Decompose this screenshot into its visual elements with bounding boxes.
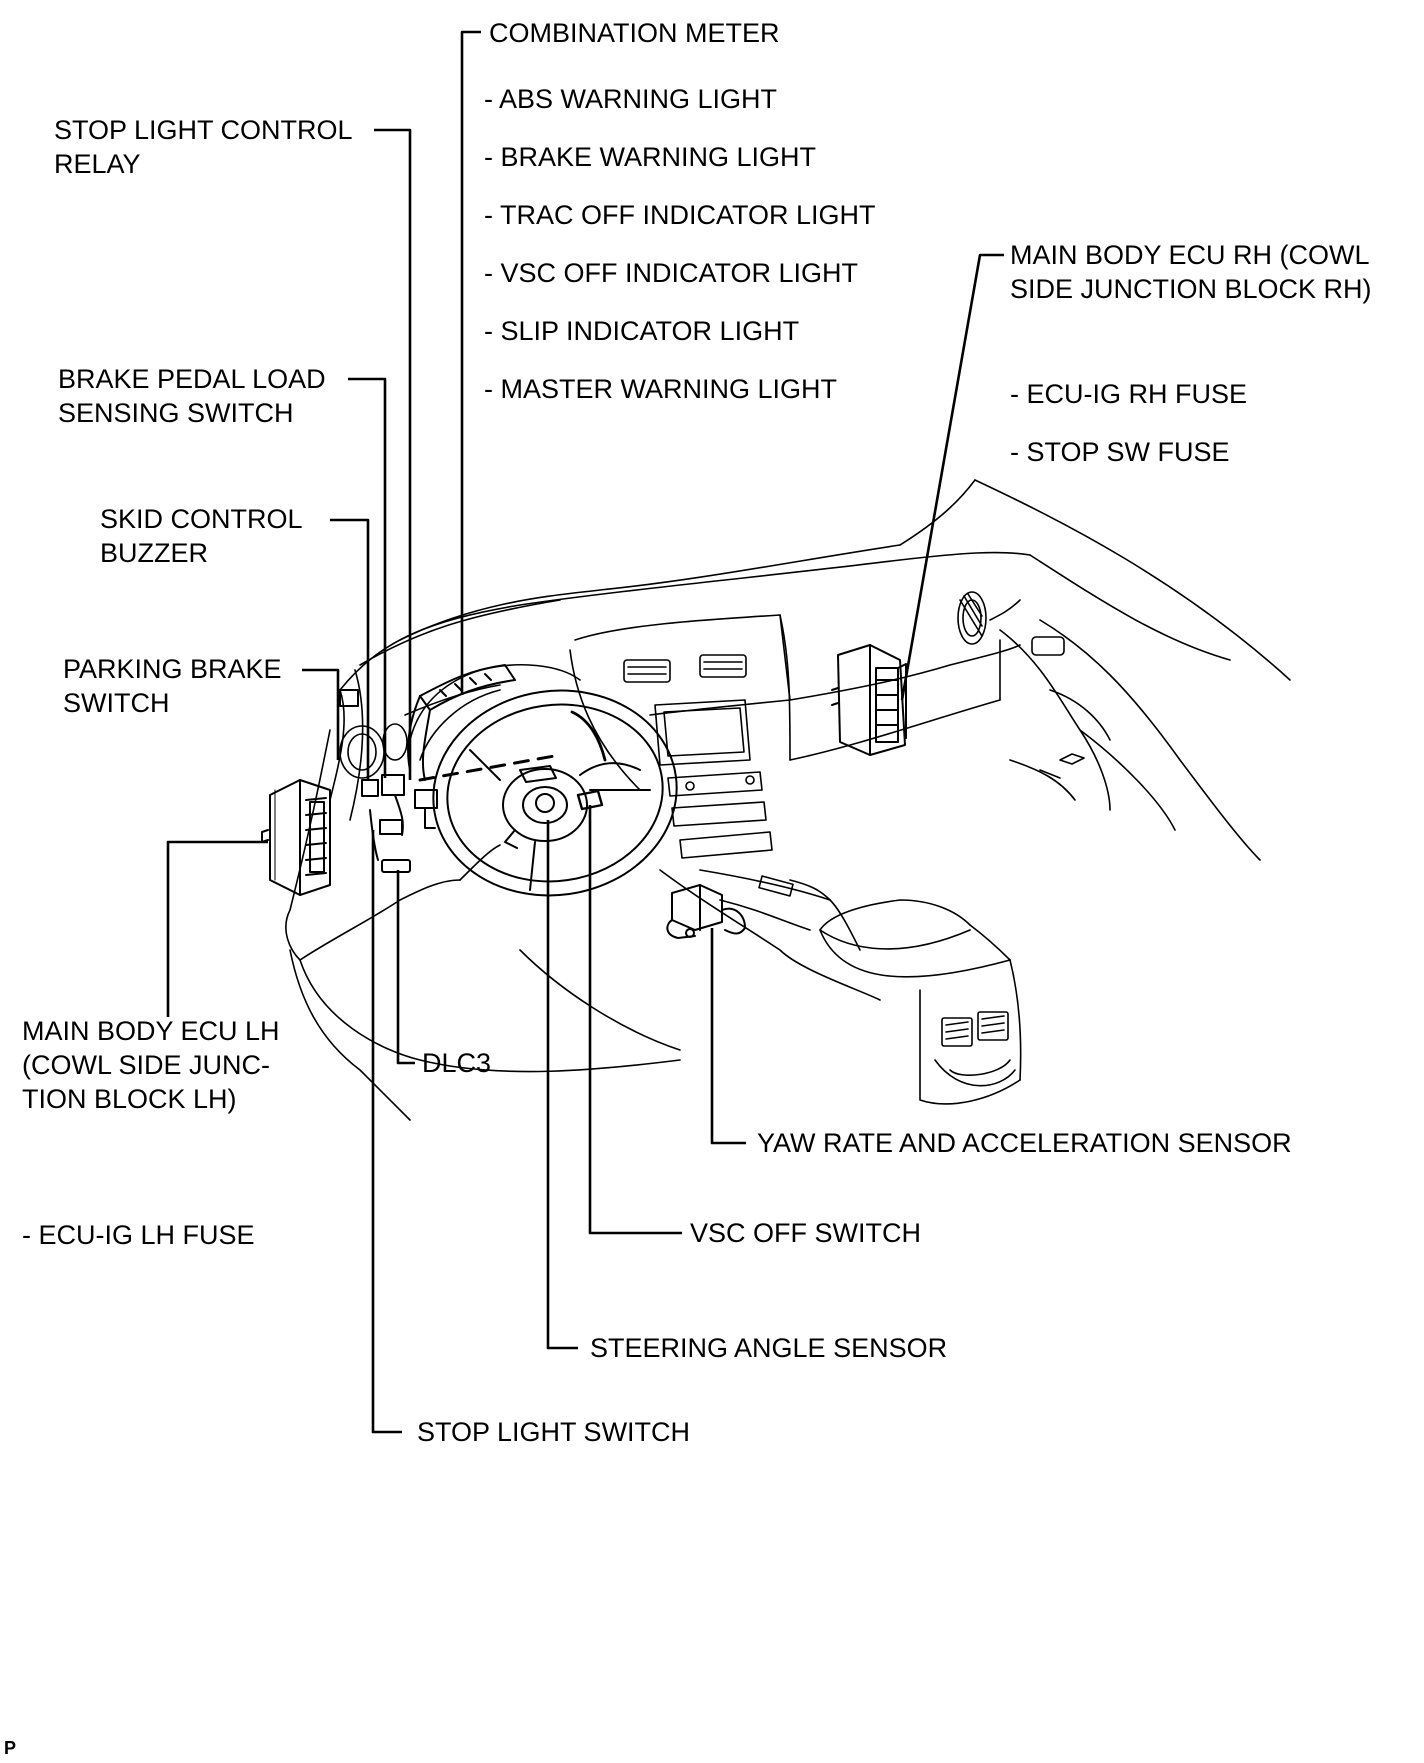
steering-wheel	[432, 689, 678, 897]
fuse-stop-sw: - STOP SW FUSE	[1010, 437, 1230, 467]
meter-item-slip: - SLIP INDICATOR LIGHT	[484, 316, 800, 346]
meter-item-abs: - ABS WARNING LIGHT	[484, 84, 778, 114]
label-stop-light-switch: STOP LIGHT SWITCH	[417, 1417, 691, 1447]
leader-lines	[166, 30, 1004, 1434]
meter-item-vsc-off: - VSC OFF INDICATOR LIGHT	[484, 258, 859, 288]
main-body-ecu-lh-art	[261, 779, 331, 896]
meter-item-trac-off: - TRAC OFF INDICATOR LIGHT	[484, 200, 876, 230]
label-main-body-ecu-lh: MAIN BODY ECU LH (COWL SIDE JUNC- TION B…	[22, 1016, 280, 1114]
meter-warning-list: - ABS WARNING LIGHT - BRAKE WARNING LIGH…	[484, 70, 876, 418]
label-combination-meter: COMBINATION METER	[489, 18, 780, 48]
label-stop-light-control-relay: STOP LIGHT CONTROL RELAY	[54, 115, 353, 179]
label-skid-control-buzzer: SKID CONTROL BUZZER	[100, 504, 303, 568]
small-switches-art	[339, 689, 438, 873]
label-steering-angle-sensor: STEERING ANGLE SENSOR	[590, 1333, 948, 1363]
main-body-ecu-rh-art	[831, 644, 907, 756]
fuse-ecu-ig-rh: - ECU-IG RH FUSE	[1010, 379, 1248, 409]
label-yaw-rate-and-acceleration-sensor: YAW RATE AND ACCELERATION SENSOR	[757, 1128, 1292, 1158]
label-dlc3: DLC3	[422, 1048, 492, 1078]
ecu-rh-fuse-list: - ECU-IG RH FUSE - STOP SW FUSE	[1010, 365, 1247, 481]
label-main-body-ecu-rh: MAIN BODY ECU RH (COWL SIDE JUNCTION BLO…	[1010, 240, 1372, 304]
label-vsc-off-switch: VSC OFF SWITCH	[690, 1218, 921, 1248]
meter-item-master: - MASTER WARNING LIGHT	[484, 374, 838, 404]
label-parking-brake-switch: PARKING BRAKE SWITCH	[63, 654, 282, 718]
meter-item-brake: - BRAKE WARNING LIGHT	[484, 142, 817, 172]
figure-id: P	[4, 1738, 17, 1758]
fuse-ecu-ig-lh: - ECU-IG LH FUSE	[22, 1220, 255, 1250]
yaw-rate-sensor-art	[666, 884, 746, 939]
label-brake-pedal-load-sensing-switch: BRAKE PEDAL LOAD SENSING SWITCH	[58, 364, 326, 428]
